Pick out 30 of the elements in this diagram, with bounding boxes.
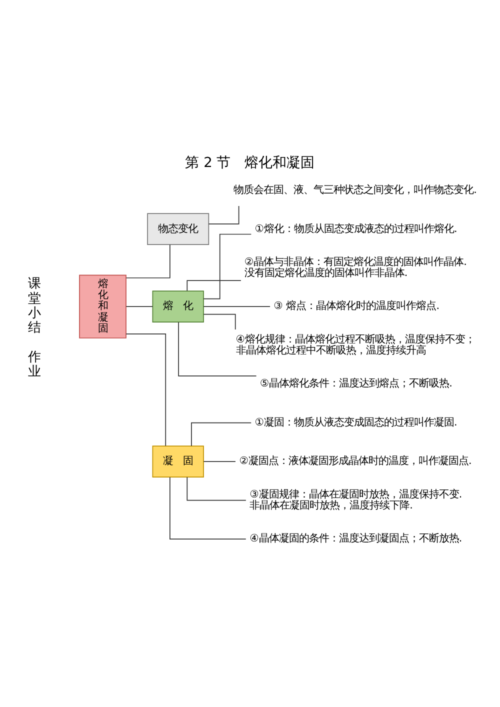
connector (126, 244, 170, 278)
node-box: 熔 化 (152, 290, 204, 322)
connector (126, 333, 166, 446)
connector (169, 476, 246, 540)
connector (203, 314, 236, 330)
connector (203, 234, 252, 300)
connector (186, 476, 246, 501)
node-text: ③凝固规律：晶体在凝固时放热，温度保持不变. 非晶体在凝固时放热，温度持续下降. (250, 488, 462, 512)
node-box: 物态变化 (147, 213, 210, 245)
node-text: 物质会在固、液、气三种状态之间变化，叫作物态变化. (234, 184, 477, 196)
node-text: ①熔化：物质从固态变成液态的过程叫作熔化. (254, 222, 458, 235)
connector (203, 461, 236, 462)
connector (191, 422, 252, 446)
node-text: ①凝固：物质从液态变成固态的过程叫作凝固. (254, 416, 458, 428)
node-text: ⑤晶体熔化条件：温度达到熔点；不断吸热. (260, 378, 452, 390)
connector (203, 306, 270, 307)
label: 作业 (28, 350, 42, 380)
node-text: ④熔化规律：晶体熔化过程不断吸热，温度保持不变； 非晶体熔化过程中不断吸热，温度持续升高 (236, 333, 476, 357)
label: 课堂小结 (28, 276, 42, 336)
connector (208, 206, 240, 224)
node-box: 凝 固 (152, 446, 204, 478)
node-text: ②凝固点：液体凝固形成晶体时的温度，叫作凝固点. (239, 455, 472, 468)
node-box: 熔化和凝固 (79, 274, 126, 338)
diagram-title: 第 2 节 熔化和凝固 (185, 154, 315, 171)
node-text: ④晶体凝固的条件：温度达到凝固点；不断放热. (250, 532, 462, 545)
connector (178, 322, 257, 376)
connector (126, 306, 154, 307)
node-text: ②晶体与非晶体：有固定熔化温度的固体叫作晶体. 没有固定熔化温度的固体叫作非晶体. (244, 256, 467, 280)
node-text: ③ 熔点：晶体熔化时的温度叫作熔点. (274, 300, 440, 312)
connector (186, 280, 242, 292)
